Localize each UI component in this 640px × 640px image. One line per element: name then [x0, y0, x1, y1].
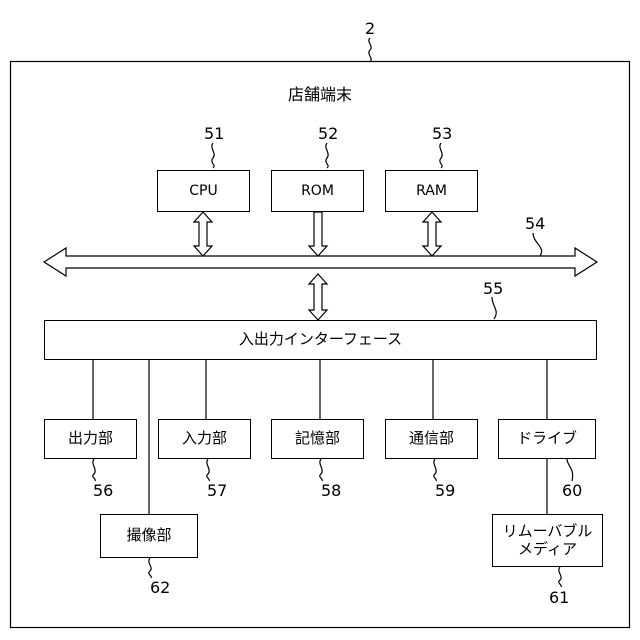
ref-communication-unit: 59 — [435, 482, 455, 500]
removable-media-label-line1: リムーバブル — [503, 523, 593, 540]
communication-unit-block: 通信部 — [385, 419, 478, 459]
cpu-block: CPU — [157, 170, 250, 212]
ref-57-leader — [207, 459, 210, 481]
bus-io-arrow — [309, 274, 327, 320]
ref-2-leader — [369, 38, 371, 62]
imaging-unit-block: 撮像部 — [100, 514, 198, 558]
ref-55-leader — [492, 297, 496, 319]
ref-cpu: 51 — [204, 125, 224, 143]
io-interface-block: 入出力インターフェース — [44, 320, 597, 360]
ref-52-leader — [326, 143, 328, 168]
input-unit-label: 入力部 — [182, 430, 227, 447]
ref-bus: 54 — [525, 215, 545, 233]
rom-bus-arrow — [309, 212, 327, 256]
ram-bus-arrow — [423, 212, 441, 256]
ref-terminal: 2 — [365, 20, 375, 38]
cpu-bus-arrow — [194, 212, 212, 256]
ref-io-interface: 55 — [483, 280, 503, 298]
ref-imaging-unit: 62 — [150, 579, 170, 597]
ref-drive: 60 — [562, 482, 582, 500]
ref-56-leader — [93, 459, 96, 481]
ref-59-leader — [434, 459, 437, 481]
ref-62-leader — [149, 558, 152, 578]
storage-unit-block: 記憶部 — [271, 419, 364, 459]
ref-51-leader — [212, 143, 214, 168]
input-unit-block: 入力部 — [158, 419, 251, 459]
io-interface-label: 入出力インターフェース — [239, 331, 402, 348]
drive-block: ドライブ — [498, 419, 596, 459]
output-unit-label: 出力部 — [68, 430, 113, 447]
terminal-title: 店舗端末 — [288, 86, 352, 104]
ref-output-unit: 56 — [93, 482, 113, 500]
removable-media-label-line2: メディア — [518, 541, 577, 558]
ref-53-leader — [440, 143, 442, 168]
ref-60-leader — [567, 459, 573, 481]
ram-label: RAM — [416, 183, 447, 199]
ram-block: RAM — [385, 170, 478, 212]
ref-ram: 53 — [432, 125, 452, 143]
ref-54-leader — [533, 233, 542, 256]
ref-removable-media: 61 — [549, 589, 569, 607]
ref-61-leader — [559, 567, 562, 587]
ref-rom: 52 — [318, 125, 338, 143]
drive-label: ドライブ — [517, 430, 577, 447]
storage-unit-label: 記憶部 — [295, 430, 340, 447]
ref-58-leader — [320, 459, 323, 481]
output-unit-block: 出力部 — [44, 419, 137, 459]
ref-storage-unit: 58 — [321, 482, 341, 500]
ref-input-unit: 57 — [207, 482, 227, 500]
rom-block: ROM — [271, 170, 364, 212]
removable-media-block: リムーバブル メディア — [492, 514, 603, 567]
cpu-label: CPU — [189, 183, 217, 199]
imaging-unit-label: 撮像部 — [126, 527, 171, 544]
rom-label: ROM — [301, 183, 334, 199]
communication-unit-label: 通信部 — [409, 430, 454, 447]
